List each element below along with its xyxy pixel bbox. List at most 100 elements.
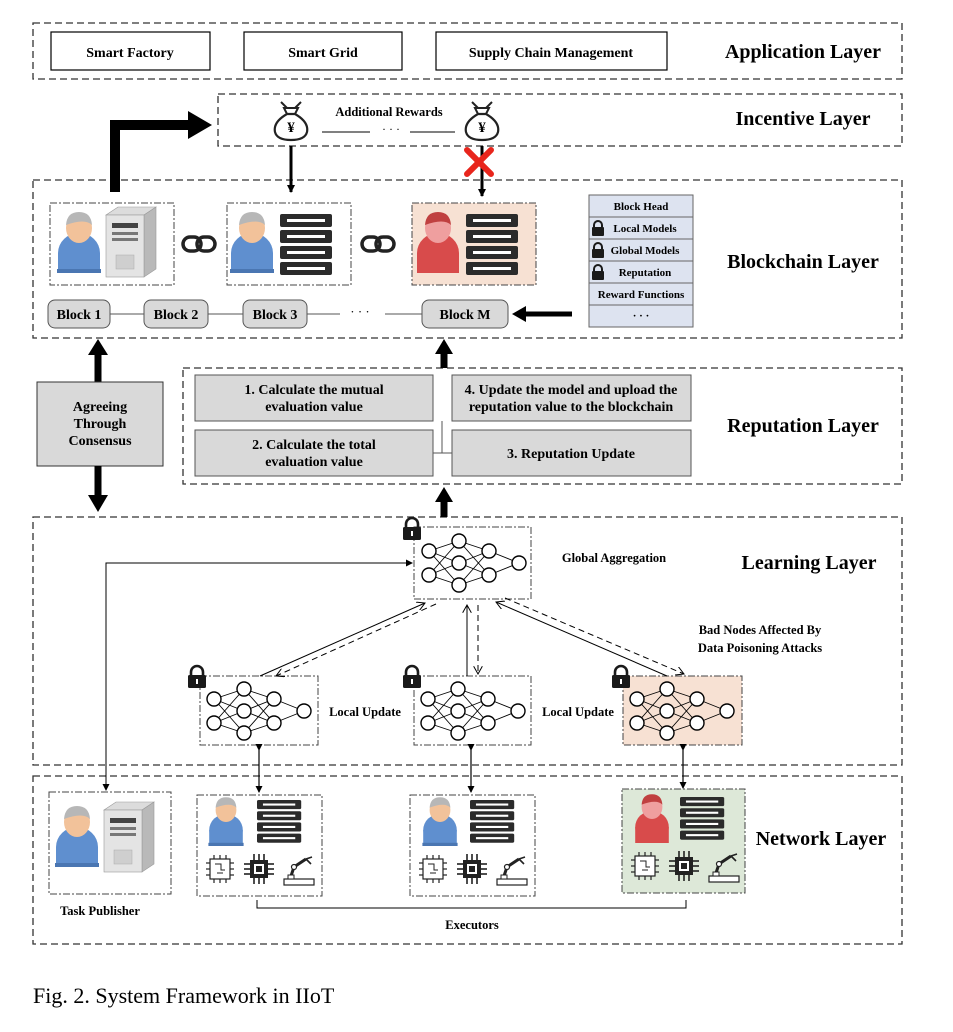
chain-link-icon — [181, 235, 217, 253]
reward-request-arrowhead — [188, 111, 212, 139]
step3-box — [451, 429, 692, 477]
executor-box-2 — [409, 794, 536, 897]
lock-icon — [401, 664, 423, 690]
consensus-down-arrowhead — [88, 495, 108, 512]
application-layer-title: Application Layer — [725, 41, 881, 63]
structure-local-models: Local Models — [613, 223, 677, 235]
upload-poisoned-arrow — [496, 602, 668, 677]
user-icon — [230, 212, 274, 273]
local-update-label-1: Local Update — [329, 705, 401, 719]
reward-request-arrow — [110, 120, 190, 192]
chip-icon — [630, 851, 660, 881]
structure-global-models: Global Models — [611, 245, 680, 257]
lock-icon — [186, 664, 208, 690]
cross-icon — [464, 147, 494, 177]
learning-layer-title: Learning Layer — [742, 552, 877, 574]
step2-line-1: 2. Calculate the total — [252, 438, 376, 453]
blockchain-layer-frame — [32, 179, 903, 339]
block-3 — [242, 299, 308, 329]
user-icon — [422, 797, 458, 846]
robot-arm-icon — [282, 855, 316, 887]
consensus-line-2: Through — [74, 417, 127, 432]
reputation-layer-title: Reputation Layer — [727, 415, 879, 437]
local-neural-network-icon — [206, 681, 312, 741]
consensus-box — [36, 381, 164, 467]
additional-rewards-label: Additional Rewards — [335, 105, 442, 119]
consensus-up-arrowhead — [88, 339, 108, 355]
consensus-line-3: Consensus — [68, 434, 132, 449]
upload-arrowhead — [435, 339, 453, 354]
user-icon — [208, 797, 244, 846]
lock-icon — [610, 664, 632, 690]
block-m-label: Block M — [440, 308, 491, 323]
reputation-layer-frame — [182, 367, 903, 485]
block-2-label: Block 2 — [154, 308, 199, 323]
smart-grid-box — [243, 31, 403, 71]
blockchain-layer-title: Blockchain Layer — [727, 251, 879, 273]
server-tower-icon — [105, 206, 157, 278]
step4-line-2: reputation value to the blockchain — [469, 400, 674, 415]
block-structure-arrowhead — [512, 306, 526, 322]
block-m — [421, 299, 509, 329]
global-aggregation-label: Global Aggregation — [562, 551, 666, 565]
incentive-layer-frame — [217, 93, 903, 147]
yen-symbol-2: ¥ — [478, 120, 486, 136]
step2-box — [194, 429, 434, 477]
bad-nodes-line-1: Bad Nodes Affected By — [699, 623, 822, 637]
consensus-line-1: Agreeing — [73, 400, 127, 415]
step4-box — [451, 374, 692, 422]
yen-symbol-1: ¥ — [287, 120, 295, 136]
block1-participants — [49, 202, 175, 286]
local-model-box-1 — [199, 675, 319, 746]
structure-block-head: Block Head — [614, 201, 669, 213]
smart-factory-label: Smart Factory — [86, 46, 173, 61]
global-model-box — [413, 526, 532, 600]
step1-line-1: 1. Calculate the mutual — [244, 383, 383, 398]
executors-label: Executors — [445, 918, 499, 932]
figure-caption: Fig. 2. System Framework in IIoT — [33, 983, 335, 1008]
server-rack-icon — [280, 214, 332, 275]
chip-icon — [418, 854, 448, 884]
server-rack-icon — [257, 800, 302, 843]
blocks-ellipsis: · · · — [350, 304, 370, 319]
block-1-label: Block 1 — [57, 308, 102, 323]
structure-ellipsis: · · · — [633, 310, 650, 322]
user-icon — [55, 806, 99, 867]
block-1 — [47, 299, 111, 329]
task-publisher-label: Task Publisher — [60, 904, 140, 918]
step1-line-2: evaluation value — [265, 400, 363, 415]
block3-participants — [226, 202, 352, 286]
step3-label: 3. Reputation Update — [507, 447, 635, 462]
robot-arm-icon — [495, 855, 529, 887]
structure-reputation: Reputation — [619, 267, 672, 279]
task-publisher-box — [48, 791, 172, 895]
lock-icon — [401, 516, 423, 542]
application-layer-frame — [32, 22, 903, 80]
executors-bracket — [256, 900, 687, 909]
rewards-ellipsis: · · · — [382, 122, 400, 136]
chip-icon — [205, 854, 235, 884]
local-neural-network-icon — [420, 681, 526, 741]
learning-to-reputation-arrowhead — [435, 487, 453, 502]
incentive-layer-title: Incentive Layer — [736, 108, 871, 130]
cpu-icon — [456, 853, 488, 885]
bad-nodes-line-2: Data Poisoning Attacks — [698, 641, 822, 655]
smart-factory-box — [50, 31, 211, 71]
block-3-label: Block 3 — [253, 308, 298, 323]
structure-reward-functions: Reward Functions — [598, 289, 685, 301]
user-icon — [57, 212, 101, 273]
cpu-icon — [243, 853, 275, 885]
local-update-label-2: Local Update — [542, 705, 614, 719]
smart-grid-label: Smart Grid — [288, 46, 358, 61]
block-2 — [143, 299, 209, 329]
server-rack-icon — [470, 800, 515, 843]
network-layer-title: Network Layer — [756, 828, 887, 850]
download-global-arrow — [504, 597, 684, 674]
step4-line-1: 4. Update the model and upload the — [465, 383, 678, 398]
supply-chain-box — [435, 31, 668, 71]
block-structure-table — [588, 194, 694, 328]
step1-box — [194, 374, 434, 422]
global-neural-network-icon — [421, 533, 527, 593]
supply-chain-label: Supply Chain Management — [469, 46, 633, 61]
